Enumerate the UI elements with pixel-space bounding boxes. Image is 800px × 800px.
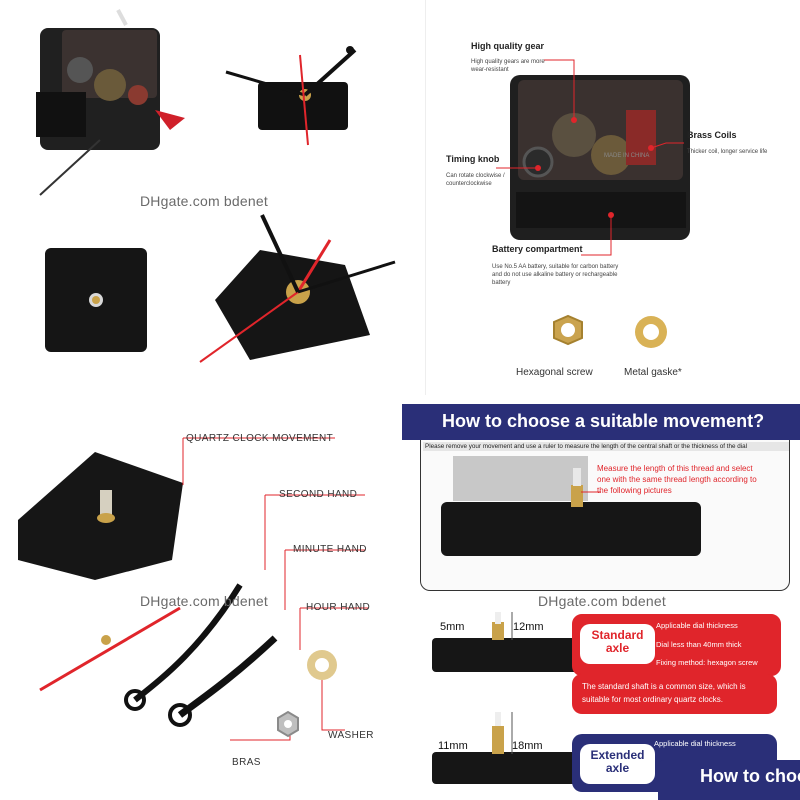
std-info-1: Dial less than 40mm thick — [656, 640, 742, 649]
extended-axle-pill: Extended axle — [580, 744, 655, 784]
ext-pill-line-2: axle — [605, 761, 630, 775]
panel-how-to-choose: How to choose a suitable movement? Pleas… — [400, 400, 800, 800]
standard-axle-pill: Standard axle — [580, 624, 655, 664]
std-right-mm: 12mm — [513, 621, 544, 633]
coils-title: Brass Coils — [687, 130, 737, 140]
hex-caption: Hexagonal screw — [516, 367, 593, 378]
how-to-header: How to choose a suitable movement? — [402, 404, 800, 440]
coils-desc: Thicker coil, longer service life — [687, 149, 768, 155]
overlay-banner: How to choo — [658, 760, 800, 800]
gear-desc-2: wear-resistant — [471, 67, 509, 73]
label-second-hand: SECOND HAND — [279, 489, 358, 500]
knob-desc-2: counterclockwise — [446, 181, 492, 187]
gear-title: High quality gear — [471, 41, 545, 51]
std-note-box: The standard shaft is a common size, whi… — [572, 674, 777, 714]
ext-right-mm: 18mm — [512, 740, 543, 752]
how-to-title: How to choose a suitable movement? — [442, 411, 765, 431]
parts-diagram-illustration — [18, 437, 368, 741]
std-pill-line-1: Standard — [591, 628, 644, 642]
std-note-1: The standard shaft is a common size, whi… — [582, 682, 746, 691]
label-bras: BRAS — [232, 757, 261, 768]
std-note-2: suitable for most ordinary quartz clocks… — [582, 695, 723, 704]
washer-caption: Metal gaske* — [624, 367, 682, 378]
movement-back-illustration — [496, 59, 690, 348]
product-photos-illustration — [36, 9, 396, 363]
watermark-top-left: DHgate.com bdenet — [140, 193, 268, 209]
measure-line-1: Measure the length of this thread and se… — [597, 464, 753, 473]
measure-line-3: the following pictures — [597, 486, 672, 495]
std-pill-line-2: axle — [605, 641, 630, 655]
movement-back-photo — [36, 9, 185, 196]
ruler-illustration — [441, 456, 701, 556]
gear-desc-1: High quality gears are more — [471, 59, 545, 65]
panel-feature-callouts: High quality gear High quality gears are… — [425, 0, 800, 395]
movement-front-photo — [225, 46, 357, 146]
panel-parts-diagram: QUARTZ CLOCK MOVEMENT SECOND HAND MINUTE… — [0, 400, 400, 800]
battery-desc-3: battery — [492, 280, 511, 286]
battery-desc-1: Use No.5 AA battery, suitable for carbon… — [492, 264, 619, 270]
extended-axle-illustration — [432, 712, 582, 784]
minute-hand-icon — [133, 583, 243, 703]
knob-desc-1: Can rotate clockwise / — [446, 173, 505, 179]
made-in-label: MADE IN CHINA — [604, 153, 650, 159]
measure-line-2: one with the same thread length accordin… — [597, 475, 757, 484]
std-left-mm: 5mm — [440, 621, 465, 633]
movement-square-photo — [45, 248, 147, 352]
movement-angled-photo — [199, 214, 396, 363]
instruction-text: Please remove your movement and use a ru… — [423, 442, 789, 451]
knob-title: Timing knob — [446, 154, 500, 164]
ext-left-mm: 11mm — [438, 740, 468, 752]
label-minute-hand: MINUTE HAND — [293, 544, 367, 555]
instruction-box: Please remove your movement and use a ru… — [420, 440, 790, 591]
watermark-bottom-left: DHgate.com bdenet — [140, 593, 268, 609]
second-hand-icon — [39, 606, 181, 692]
label-quartz-movement: QUARTZ CLOCK MOVEMENT — [186, 433, 334, 444]
battery-desc-2: and do not use alkaline battery or recha… — [492, 272, 618, 278]
ext-info-title: Applicable dial thickness — [654, 739, 736, 748]
label-washer: WASHER — [328, 730, 374, 741]
label-hour-hand: HOUR HAND — [306, 602, 371, 613]
std-info-title: Applicable dial thickness — [656, 621, 738, 630]
panel-product-photos: DHgate.com bdenet — [0, 0, 420, 395]
ext-pill-line-1: Extended — [590, 748, 645, 762]
watermark-bottom-right: DHgate.com bdenet — [538, 593, 666, 609]
std-info-2: Fixing method: hexagon screw — [656, 658, 758, 667]
overlay-title: How to choo — [700, 766, 800, 786]
standard-axle-illustration — [432, 612, 582, 672]
battery-title: Battery compartment — [492, 244, 583, 254]
